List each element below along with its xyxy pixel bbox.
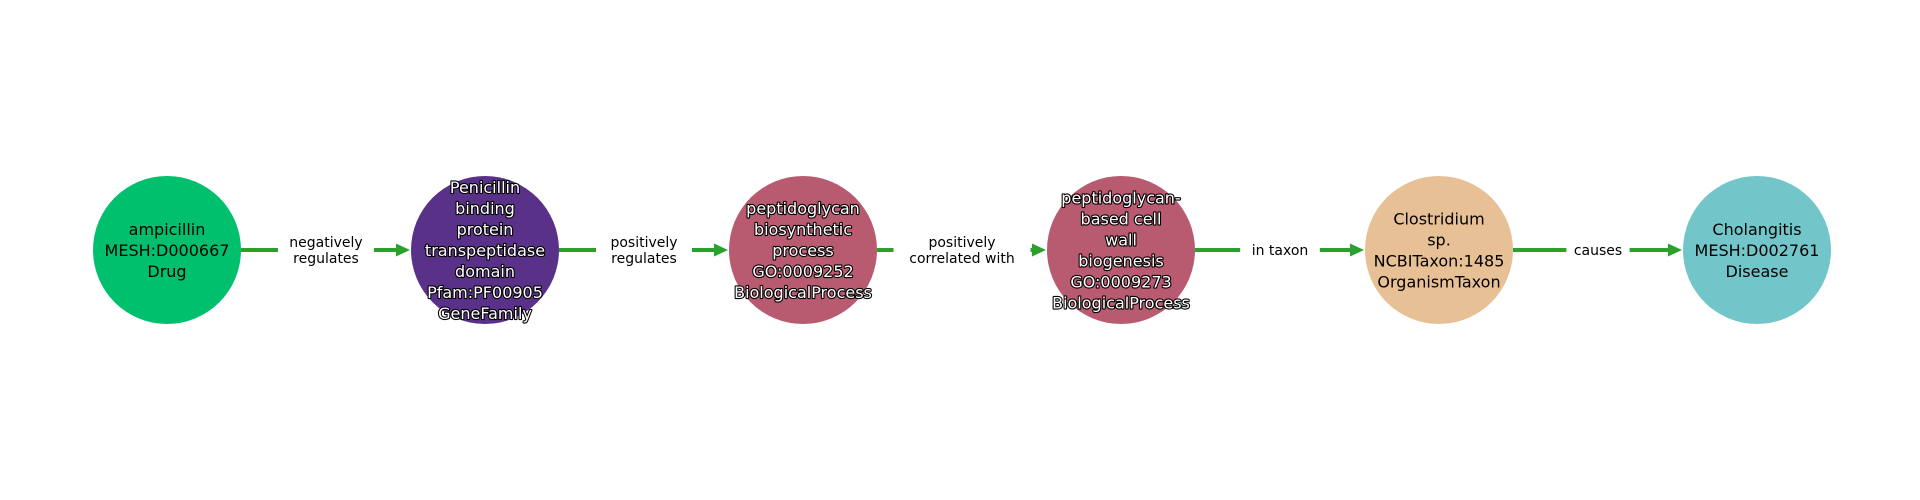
arrowhead-icon bbox=[1668, 243, 1682, 257]
node-label-line: binding bbox=[455, 199, 515, 218]
arrowhead-icon bbox=[1350, 243, 1364, 257]
node-label-line: Penicillin bbox=[450, 178, 520, 197]
node-label-line: GO:0009273 bbox=[1070, 273, 1171, 292]
edge-label-line: negatively bbox=[289, 235, 362, 251]
node-label-line: biosynthetic bbox=[754, 220, 852, 239]
node-label-line: peptidoglycan- bbox=[1061, 189, 1180, 208]
node-circle bbox=[729, 176, 877, 324]
edge-label-background bbox=[278, 230, 374, 270]
node-circle bbox=[1047, 176, 1195, 324]
edge-label-line: correlated with bbox=[909, 251, 1014, 267]
edge-label-line: in taxon bbox=[1252, 243, 1309, 259]
edge-label-line: regulates bbox=[611, 251, 677, 267]
node-label-line: Drug bbox=[147, 262, 186, 281]
node-label-line: NCBITaxon:1485 bbox=[1374, 252, 1505, 271]
edge-label-line: regulates bbox=[293, 251, 359, 267]
node-label-line: sp. bbox=[1427, 231, 1451, 250]
edge-label-line: positively bbox=[928, 235, 995, 251]
node-circle bbox=[411, 176, 559, 324]
edge-label: in taxon bbox=[1252, 243, 1309, 259]
node-label-line: OrganismTaxon bbox=[1377, 273, 1500, 292]
node-label-line: peptidoglycan bbox=[746, 199, 860, 218]
edge-label-line: positively bbox=[610, 235, 677, 251]
node-label-line: GO:0009252 bbox=[752, 262, 853, 281]
node-label-line: MESH:D002761 bbox=[1695, 241, 1820, 260]
node-label-line: BiologicalProcess bbox=[734, 283, 872, 302]
node-label-line: biogenesis bbox=[1078, 252, 1164, 271]
node-label-line: BiologicalProcess bbox=[1052, 294, 1190, 313]
node-label: Penicillin binding protein transpeptidase do… bbox=[425, 178, 545, 323]
edge-label-background bbox=[1566, 238, 1630, 262]
node-label-line: domain bbox=[455, 262, 515, 281]
edge-label: causes bbox=[1574, 243, 1622, 259]
arrowhead-icon bbox=[1032, 243, 1046, 257]
node-label-line: Cholangitis bbox=[1712, 220, 1801, 239]
node-label-line: transpeptidase bbox=[425, 241, 545, 260]
node-label-line: Disease bbox=[1726, 262, 1789, 281]
node-label-line: GeneFamily bbox=[438, 304, 532, 323]
node-circle bbox=[1683, 176, 1831, 324]
node-label-line: based cell bbox=[1081, 210, 1162, 229]
node-label-line: ampicillin bbox=[129, 220, 206, 239]
node-circle bbox=[1365, 176, 1513, 324]
node-circle bbox=[93, 176, 241, 324]
edge-label-line: causes bbox=[1574, 243, 1622, 259]
node-label-line: protein bbox=[457, 220, 514, 239]
edge-label-background bbox=[596, 230, 692, 270]
node-penicillin-binding: Penicillin binding protein transpeptidase do… bbox=[411, 176, 559, 324]
node-label-line: Clostridium bbox=[1393, 210, 1484, 229]
node-label-line: MESH:D000667 bbox=[105, 241, 230, 260]
edge-label-background bbox=[893, 230, 1031, 270]
node-label-line: Pfam:PF00905 bbox=[427, 283, 543, 302]
arrowhead-icon bbox=[396, 243, 410, 257]
edge: causes bbox=[1513, 238, 1682, 262]
edge: in taxon bbox=[1195, 238, 1364, 262]
edge-label-background bbox=[1240, 238, 1320, 262]
node-label-line: process bbox=[772, 241, 833, 260]
arrowhead-icon bbox=[714, 243, 728, 257]
node-label-line: wall bbox=[1105, 231, 1137, 250]
